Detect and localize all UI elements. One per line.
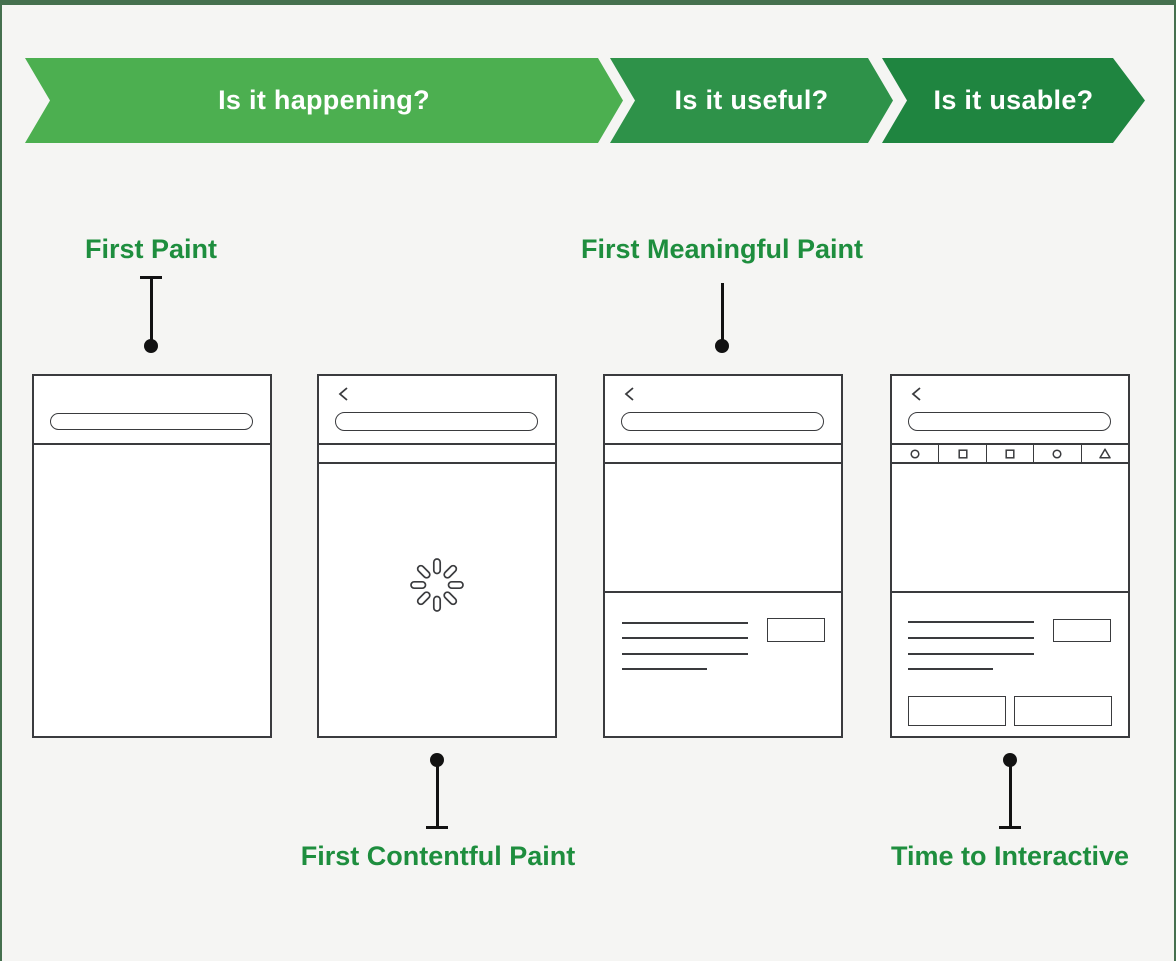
address-bar bbox=[908, 412, 1111, 431]
circle-icon bbox=[892, 445, 938, 462]
first-meaningful-paint-label: First Meaningful Paint bbox=[580, 234, 864, 264]
button-placeholder bbox=[767, 618, 825, 642]
banner-segment-usable: Is it usable? bbox=[882, 58, 1145, 143]
time-to-interactive-label: Time to Interactive bbox=[890, 841, 1130, 871]
phone-first-meaningful-paint bbox=[603, 374, 843, 738]
phone-time-to-interactive bbox=[890, 374, 1130, 738]
browser-header bbox=[892, 376, 1128, 445]
tti-toolbar bbox=[892, 445, 1128, 464]
circle-icon bbox=[1033, 445, 1080, 462]
connector-dot bbox=[144, 339, 158, 353]
back-icon bbox=[623, 386, 637, 407]
text-line bbox=[622, 637, 748, 639]
browser-header bbox=[319, 376, 555, 445]
banner-segment-happening-label: Is it happening? bbox=[218, 85, 430, 115]
banner-segment-usable-label: Is it usable? bbox=[933, 85, 1094, 115]
toolbar-strip bbox=[319, 445, 555, 464]
frame-right-edge bbox=[1174, 0, 1176, 961]
text-line bbox=[622, 622, 748, 624]
connector-dot bbox=[430, 753, 444, 767]
first-contentful-paint-label: First Contentful Paint bbox=[300, 841, 576, 871]
text-line bbox=[908, 637, 1034, 639]
connector-line bbox=[150, 278, 153, 344]
banner-segment-useful-label: Is it useful? bbox=[674, 85, 829, 115]
address-bar bbox=[621, 412, 824, 431]
connector-line bbox=[721, 283, 724, 343]
text-line bbox=[908, 621, 1034, 623]
action-button-placeholder bbox=[908, 696, 1006, 726]
address-bar bbox=[50, 413, 253, 430]
back-icon bbox=[337, 386, 351, 407]
connector-dot bbox=[1003, 753, 1017, 767]
browser-header bbox=[605, 376, 841, 445]
loading-spinner-icon bbox=[407, 555, 467, 620]
button-placeholder bbox=[1053, 619, 1111, 642]
hero-block bbox=[605, 464, 841, 593]
phone-first-contentful-paint bbox=[317, 374, 557, 738]
text-line bbox=[622, 653, 748, 655]
connector-tbar bbox=[140, 276, 162, 279]
action-button-placeholder bbox=[1014, 696, 1112, 726]
frame-left-edge bbox=[0, 0, 2, 961]
connector-tbar bbox=[999, 826, 1021, 829]
connector-line bbox=[1009, 764, 1012, 827]
phone-first-paint bbox=[32, 374, 272, 738]
address-bar bbox=[335, 412, 538, 431]
toolbar-strip bbox=[605, 445, 841, 464]
frame-top-edge bbox=[0, 0, 1176, 5]
connector-dot bbox=[715, 339, 729, 353]
first-paint-label: First Paint bbox=[84, 234, 218, 264]
connector-tbar bbox=[426, 826, 448, 829]
square-icon bbox=[938, 445, 985, 462]
back-icon bbox=[910, 386, 924, 407]
text-line bbox=[908, 653, 1034, 655]
triangle-icon bbox=[1080, 445, 1128, 462]
text-line bbox=[622, 668, 707, 670]
banner-segment-useful: Is it useful? bbox=[610, 58, 893, 143]
connector-line bbox=[436, 764, 439, 827]
browser-header bbox=[34, 376, 270, 445]
banner-segment-happening: Is it happening? bbox=[25, 58, 623, 143]
hero-block bbox=[892, 464, 1128, 593]
text-line bbox=[908, 668, 993, 670]
square-icon bbox=[985, 445, 1033, 462]
